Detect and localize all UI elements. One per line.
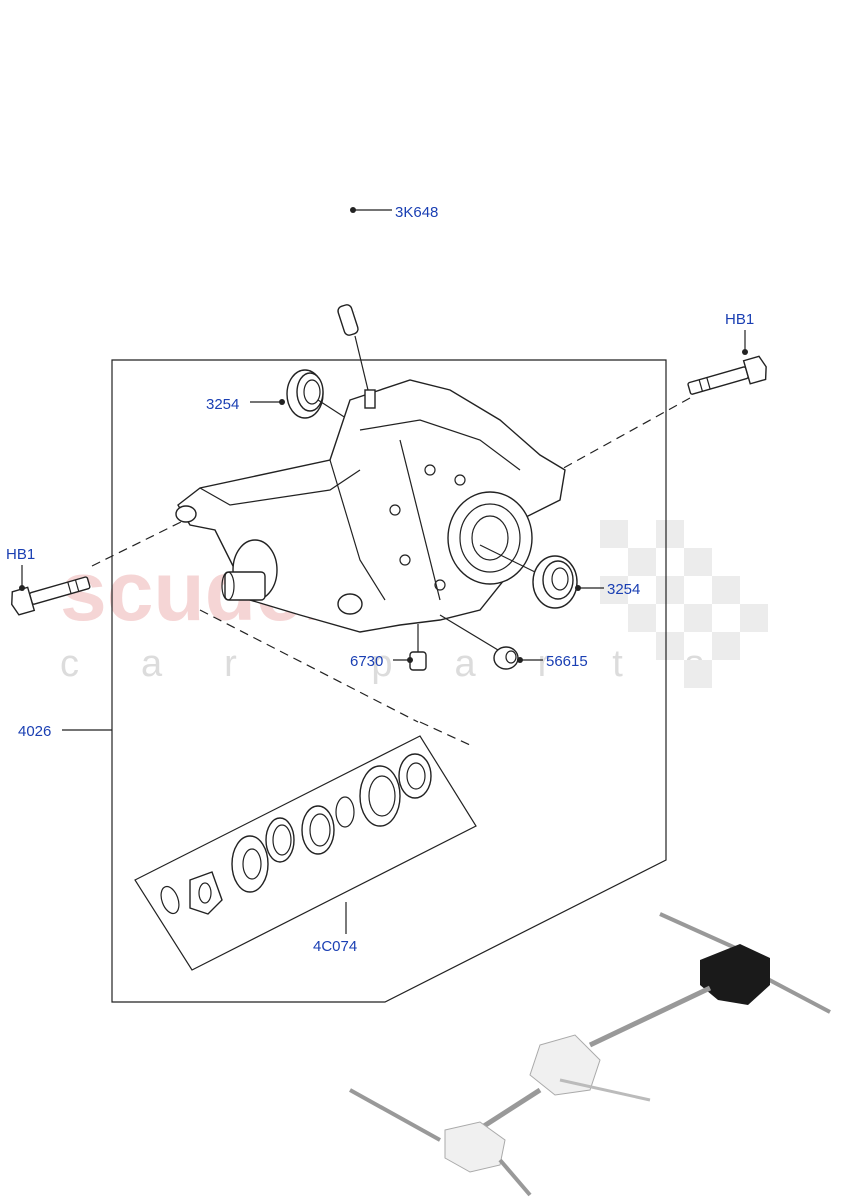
callout-tube: 3K648 xyxy=(395,204,438,221)
bearing-kit-parts xyxy=(160,753,432,915)
callout-seal-right: 3254 xyxy=(607,581,640,598)
callout-assembly: 4026 xyxy=(18,723,51,740)
mounting-bolt-left xyxy=(11,576,91,616)
watermark-checker-flag-icon xyxy=(600,520,768,688)
callout-bolt-left: HB1 xyxy=(6,546,35,563)
oil-seal-top xyxy=(286,369,324,419)
callout-plug-left: 6730 xyxy=(350,653,383,670)
breather-tube xyxy=(192,8,359,336)
watermark-tagline: car parts xyxy=(60,643,766,685)
assembly-boundary-frame xyxy=(111,359,667,1003)
callout-bolt-right: HB1 xyxy=(725,311,754,328)
oil-seal-right xyxy=(532,555,578,609)
callout-plug-right: 56615 xyxy=(546,653,588,670)
mounting-bolt-right xyxy=(687,355,767,395)
callout-bearing-kit: 4C074 xyxy=(313,938,357,955)
vehicle-drivetrain-locator-icon xyxy=(349,912,831,1197)
callout-seal-top: 3254 xyxy=(206,396,239,413)
bearing-kit-box xyxy=(134,735,477,971)
differential-housing xyxy=(175,379,566,633)
